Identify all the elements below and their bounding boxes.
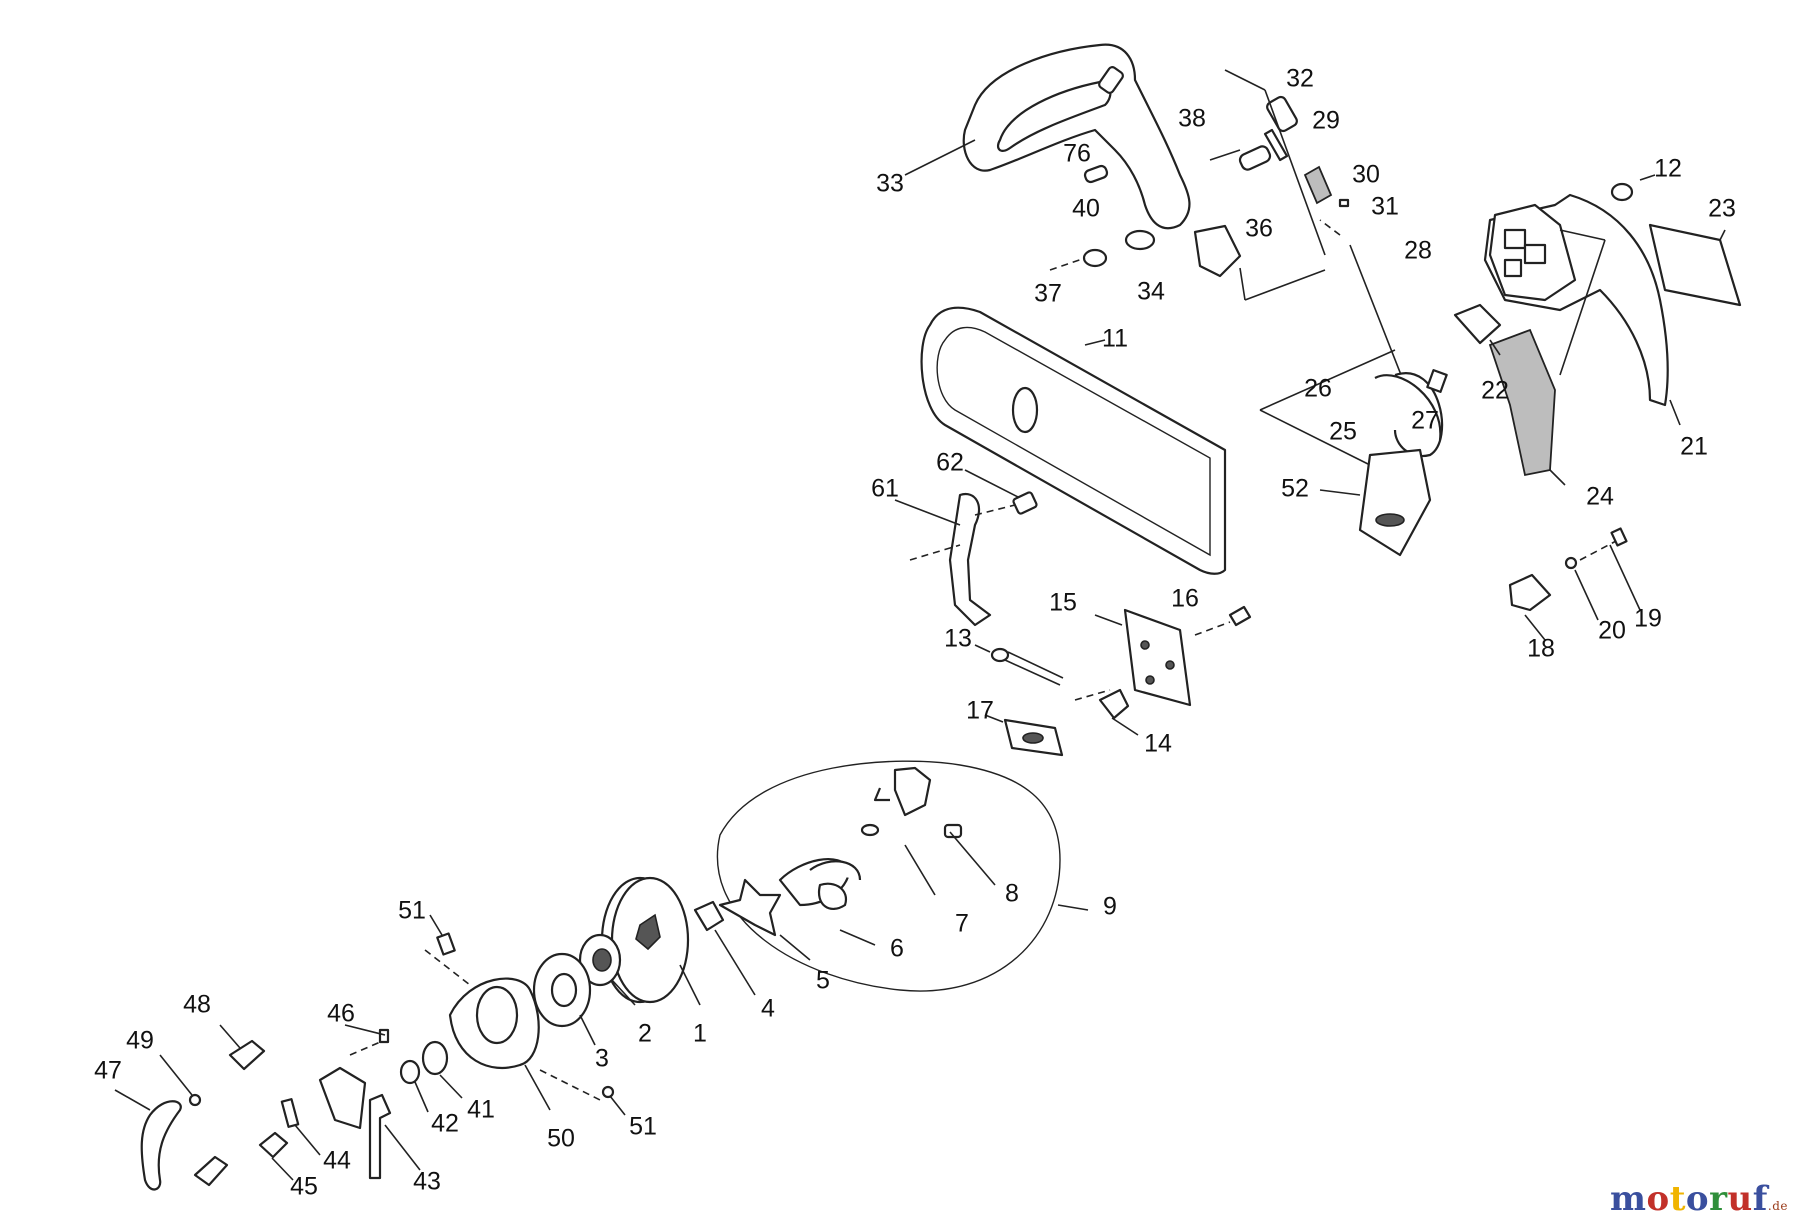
oil-pump-50 [424,914,626,1116]
pump-body-43 [258,1024,421,1181]
part-label-40: 40 [1072,195,1100,223]
part-label-30: 30 [1352,161,1380,189]
part-label-11: 11 [1102,325,1128,353]
part-label-23: 23 [1708,195,1736,223]
part-label-76: 76 [1063,140,1091,168]
part-label-6: 6 [890,935,904,963]
part-label-3: 3 [595,1045,609,1073]
part-label-41: 41 [467,1096,495,1124]
plate-15 [1074,605,1252,736]
plate-52 [1319,448,1432,557]
part-label-5: 5 [816,967,830,995]
part-label-17: 17 [966,697,994,725]
washer-2 [578,933,636,1006]
part-label-12: 12 [1654,155,1682,183]
watermark-letter: t [1669,1179,1686,1219]
part-label-33: 33 [876,170,904,198]
part-label-52: 52 [1281,475,1309,503]
handle-guard-part [904,43,1191,230]
part-label-26: 26 [1304,375,1332,403]
brake-housing-part [1453,174,1742,486]
part-label-51: 51 [398,897,426,925]
part-label-1: 1 [693,1020,707,1048]
chain-and-tensioner [1259,219,1448,471]
part-label-28: 28 [1404,237,1432,265]
part-label-50: 50 [547,1125,575,1153]
part-label-32: 32 [1286,65,1314,93]
clutch-drum-1 [600,876,701,1006]
part-label-9: 9 [1103,893,1117,921]
watermark-suffix: .de [1767,1199,1788,1213]
part-label-25: 25 [1329,418,1357,446]
part-label-38: 38 [1178,105,1206,133]
guide-bar-part [920,306,1227,575]
part-label-37: 37 [1034,280,1062,308]
part-label-8: 8 [1005,880,1019,908]
washer-3 [532,952,596,1046]
tensioner-small-parts [1508,527,1641,641]
part-label-36: 36 [1245,215,1273,243]
part-label-21: 21 [1680,433,1708,461]
watermark-letter: f [1752,1179,1768,1219]
part-label-7: 7 [955,910,969,938]
part-label-47: 47 [94,1057,122,1085]
part-label-42: 42 [431,1110,459,1138]
oil-hose-47 [114,1024,266,1191]
part-label-34: 34 [1137,278,1165,306]
part-label-51: 51 [629,1113,657,1141]
part-label-44: 44 [323,1147,351,1175]
clutch-assembly-group [716,760,1089,992]
part-label-49: 49 [126,1027,154,1055]
side-plate-61 [894,469,1038,627]
part-label-24: 24 [1586,483,1614,511]
bearing-4 [693,900,756,996]
watermark-letter: o [1646,1179,1670,1219]
part-label-19: 19 [1634,605,1662,633]
part-label-16: 16 [1171,585,1199,613]
gear-41-42 [399,1040,463,1113]
part-label-22: 22 [1481,377,1509,405]
guard-small-parts [1049,66,1350,301]
pad-17 [984,714,1064,757]
watermark-letter: o [1685,1179,1710,1219]
part-label-45: 45 [290,1173,318,1201]
part-label-13: 13 [944,625,972,653]
watermark-letter: r [1709,1179,1728,1219]
part-label-46: 46 [327,1000,355,1028]
part-label-15: 15 [1049,589,1077,617]
part-label-62: 62 [936,449,964,477]
part-label-27: 27 [1411,407,1439,435]
part-label-61: 61 [871,475,899,503]
part-label-4: 4 [761,995,775,1023]
bolt-13 [974,644,1064,686]
part-label-48: 48 [183,991,211,1019]
part-label-31: 31 [1371,193,1399,221]
part-label-43: 43 [413,1168,441,1196]
part-label-18: 18 [1527,635,1555,663]
part-label-14: 14 [1144,730,1172,758]
watermark-letter: m [1610,1179,1647,1219]
part-label-20: 20 [1598,617,1626,645]
part-label-2: 2 [638,1020,652,1048]
watermark-letter: u [1727,1179,1753,1219]
part-label-29: 29 [1312,107,1340,135]
motoruf-watermark-logo: motoruf.de [1610,1179,1788,1219]
